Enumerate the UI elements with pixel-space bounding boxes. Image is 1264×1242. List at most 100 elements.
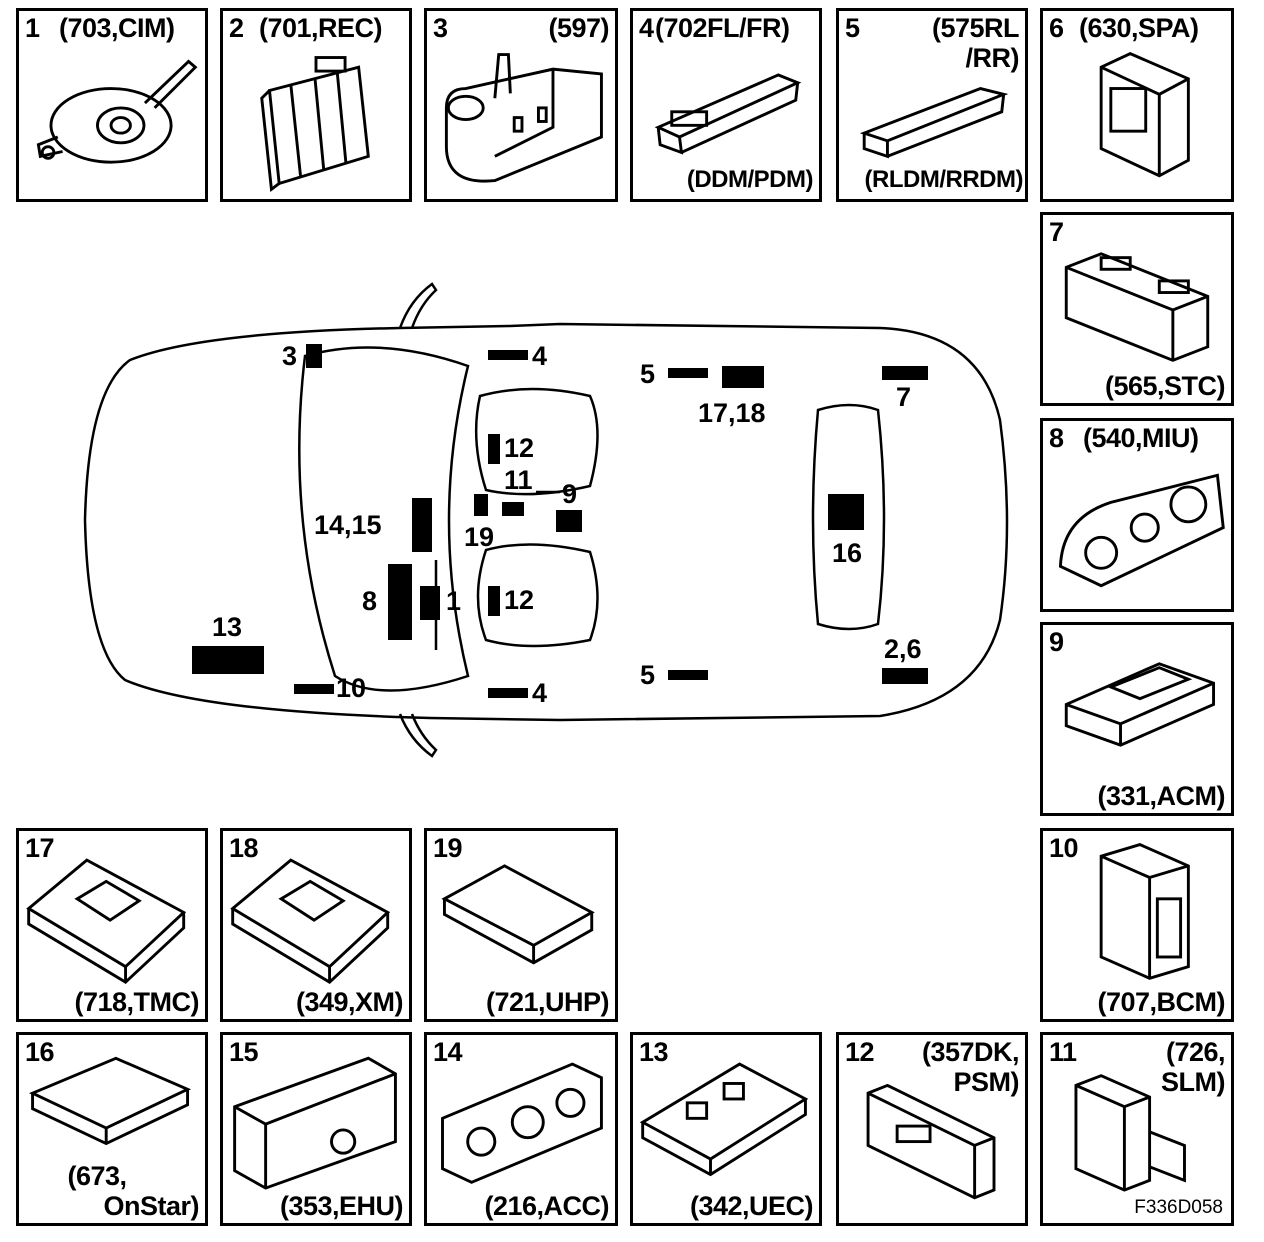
steering-column-module-icon: [36, 59, 198, 164]
panel-code: (726, SLM): [1161, 1037, 1225, 1097]
car-label-10: 10: [336, 673, 367, 703]
car-label-7: 7: [896, 382, 912, 412]
panel-code: (331,ACM): [1097, 781, 1225, 811]
rear-door-module-icon: [859, 87, 1009, 159]
panel-code: (707,BCM): [1097, 987, 1225, 1017]
marker-14-15: [412, 498, 432, 552]
panel-code-line-2: PSM): [953, 1067, 1020, 1097]
panel-code: (353,EHU): [279, 1191, 404, 1221]
marker-13: [192, 646, 264, 674]
panel-code: (565,STC): [1104, 371, 1226, 401]
car-label-3: 3: [282, 341, 298, 371]
panel-number: 14: [433, 1037, 463, 1067]
car-label-4-front: 4: [532, 341, 548, 371]
panel-number: 6: [1049, 13, 1064, 43]
power-seat-module-icon: [866, 1083, 996, 1200]
panel-13-uec: 13 (342,UEC): [630, 1032, 822, 1226]
spa-module-icon: [1099, 52, 1190, 178]
panel-code: (357DK, PSM): [922, 1037, 1020, 1097]
panel-10-bcm: 10 (707,BCM): [1040, 828, 1234, 1022]
car-label-5-front: 5: [640, 359, 656, 389]
panel-9-acm: 9 (331,ACM): [1040, 622, 1234, 816]
marker-12-bottom: [488, 586, 500, 616]
panel-code: (721,UHP): [485, 987, 610, 1017]
climate-control-panel-icon: [441, 1062, 603, 1184]
marker-5-rear: [668, 670, 708, 680]
panel-3: 3 (597): [424, 8, 618, 202]
panel-7-stc: 7 (565,STC): [1040, 212, 1234, 406]
module-housing-icon: [444, 53, 603, 183]
panel-4-ddm-pdm: 4 (702FL/FR) (DDM/PDM): [630, 8, 822, 202]
panel-code: (718,TMC): [74, 987, 199, 1017]
marker-1: [420, 586, 440, 620]
panel-18-xm: 18 (349,XM): [220, 828, 412, 1022]
underhood-electrical-center-icon: [639, 1062, 809, 1177]
onstar-module-icon: [28, 1056, 192, 1146]
xm-radio-module-icon: [230, 858, 391, 984]
panel-number: 9: [1049, 627, 1064, 657]
panel-16-onstar: 16 (673, OnStar): [16, 1032, 208, 1226]
car-label-12-top: 12: [504, 433, 535, 463]
panel-code: (342,UEC): [689, 1191, 814, 1221]
marker-10: [294, 684, 334, 694]
panel-number: 12: [845, 1037, 875, 1067]
panel-number: 3: [433, 13, 448, 43]
marker-8: [388, 564, 412, 640]
panel-number: 15: [229, 1037, 259, 1067]
marker-7: [882, 366, 928, 380]
panel-8-miu: 8 (540,MIU): [1040, 418, 1234, 612]
panel-code: (349,XM): [295, 987, 404, 1017]
panel-code-line-1: (726,: [1165, 1037, 1226, 1067]
marker-4-front: [488, 350, 528, 360]
steering-lock-module-icon: [1074, 1074, 1186, 1192]
panel-5-rldm-rrdm: 5 (575RL /RR) (RLDM/RRDM): [836, 8, 1028, 202]
panel-subcode: (DDM/PDM): [686, 166, 814, 193]
panel-15-ehu: 15 (353,EHU): [220, 1032, 412, 1226]
car-label-2-6: 2,6: [884, 634, 922, 664]
panel-number: 1: [25, 13, 40, 43]
fuse-relay-box-icon: [260, 56, 370, 192]
panel-number: 16: [25, 1037, 55, 1067]
car-label-13: 13: [212, 612, 243, 642]
car-label-5-rear: 5: [640, 660, 656, 690]
panel-17-tmc: 17 (718,TMC): [16, 828, 208, 1022]
airbag-control-module-icon: [1064, 662, 1216, 747]
car-label-19: 19: [464, 522, 495, 552]
panel-code: (540,MIU): [1083, 423, 1199, 453]
marker-16: [828, 494, 864, 530]
panel-number: 17: [25, 833, 55, 863]
door-module-icon: [654, 73, 802, 155]
panel-6-spa: 6 (630,SPA): [1040, 8, 1234, 202]
panel-code: (630,SPA): [1079, 13, 1199, 43]
car-label-8: 8: [362, 586, 378, 616]
car-label-17-18: 17,18: [698, 398, 766, 428]
panel-19-uhp: 19 (721,UHP): [424, 828, 618, 1022]
traffic-message-channel-module-icon: [26, 858, 187, 984]
marker-19: [474, 494, 488, 516]
panel-number: 19: [433, 833, 463, 863]
car-label-16: 16: [832, 538, 863, 568]
panel-11-slm: 11 (726, SLM) F336D058: [1040, 1032, 1234, 1226]
stc-module-icon: [1064, 252, 1210, 362]
panel-subcode: (RLDM/RRDM): [864, 166, 1024, 193]
car-label-14-15: 14,15: [314, 510, 382, 540]
panel-code: (702FL/FR): [655, 13, 790, 43]
marker-17-18: [722, 366, 764, 388]
panel-number: 10: [1049, 833, 1079, 863]
figure-reference: F336D058: [1134, 1197, 1223, 1218]
panel-code-line-2: /RR): [965, 43, 1020, 73]
marker-2-6: [882, 668, 928, 684]
marker-4-rear: [488, 688, 528, 698]
entertainment-head-unit-icon: [233, 1056, 397, 1190]
panel-number: 11: [1049, 1037, 1077, 1067]
panel-code: (673, OnStar): [67, 1161, 199, 1221]
car-label-9: 9: [562, 479, 578, 509]
panel-12-psm: 12 (357DK, PSM): [836, 1032, 1028, 1226]
panel-code: (701,REC): [259, 13, 383, 43]
marker-9: [556, 510, 582, 532]
panel-number: 18: [229, 833, 259, 863]
marker-11: [502, 502, 524, 516]
panel-14-acc: 14 (216,ACC): [424, 1032, 618, 1226]
panel-code: (597): [548, 13, 609, 43]
universal-handsfree-phone-module-icon: [441, 864, 595, 965]
